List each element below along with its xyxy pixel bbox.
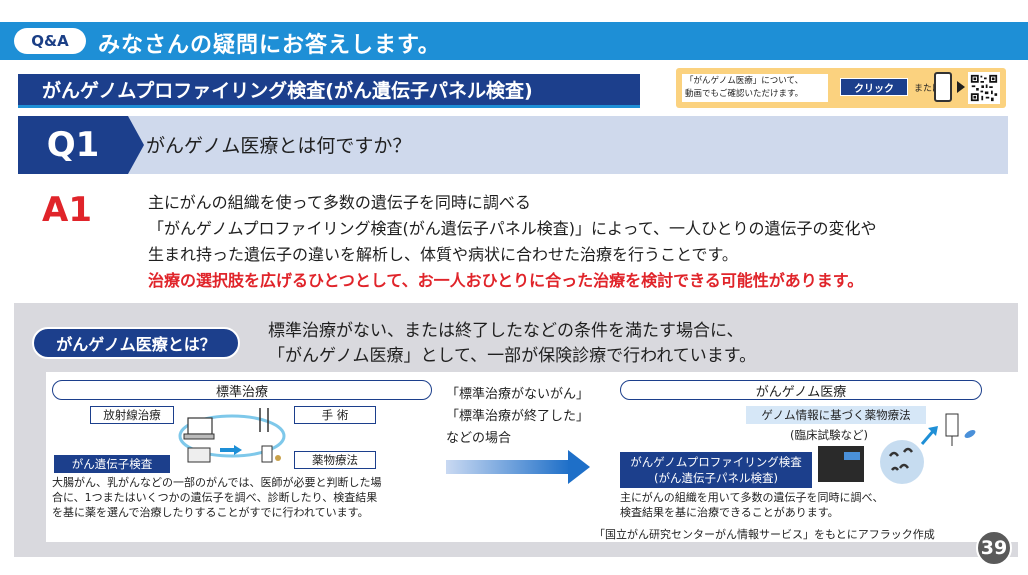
scalpel-icon	[259, 408, 269, 432]
condition-line: 「標準治療が終了した」	[446, 409, 590, 424]
header-bar: Q&A みなさんの疑問にお答えします。	[0, 22, 1028, 60]
video-note-line2: 動画でもご確認いただけます。	[685, 89, 804, 99]
genome-desc-line: 検査結果を基に治療できることがあります。	[620, 506, 839, 519]
condition-line: 「標準治療がないがん」	[446, 387, 590, 402]
standard-desc-line: 大腸がん、乳がんなどの一部のがんでは、医師が必要と判断した場	[52, 476, 382, 489]
answer-line: 生まれ持った遺伝子の違いを解析し、体質や病状に合わせた治療を行うことです。	[148, 245, 738, 264]
genome-intro-text: 標準治療がない、または終了したなどの条件を満たす場合に、 「がんゲノム医療」とし…	[268, 319, 756, 369]
question-tag: Q1	[18, 116, 128, 174]
question-text: がんゲノム医療とは何ですか？	[146, 135, 412, 157]
capsule-icon	[964, 430, 976, 438]
drug-bottle-icon	[261, 445, 273, 463]
analyzer-icon	[187, 447, 211, 463]
standard-header: 標準治療	[52, 380, 432, 400]
question-tag-arrow	[128, 116, 144, 174]
radiation-machine-icon	[187, 417, 213, 435]
genome-test-label: がんゲノムプロファイリング検査 (がん遺伝子パネル検査)	[620, 452, 812, 488]
genome-medicine-illustration	[818, 413, 976, 484]
standard-treatment-illustration	[178, 408, 286, 463]
qr-code-icon[interactable]	[968, 72, 1000, 104]
answer-tag: A1	[42, 190, 92, 230]
sequencer-icon	[818, 446, 864, 482]
video-note: 「がんゲノム医療」について、 動画でもご確認いただけます。 クリック または	[676, 68, 1006, 108]
genome-header: がんゲノム医療	[620, 380, 982, 400]
intro-line: 標準治療がない、または終了したなどの条件を満たす場合に、	[268, 321, 744, 341]
transition-arrow-head	[568, 450, 590, 484]
intro-line: 「がんゲノム医療」として、一部が保険診療で行われています。	[268, 346, 757, 366]
video-note-line1: 「がんゲノム医療」について、	[685, 76, 804, 86]
genome-intro-tag: がんゲノム医療とは？	[32, 327, 240, 359]
arrow-up-icon	[920, 429, 936, 445]
genome-therapy-label: ゲノム情報に基づく薬物療法	[746, 406, 926, 424]
source-note: 「国立がん研究センターがん情報サービス」をもとにアフラック作成	[594, 528, 935, 541]
cycle-ring	[178, 414, 286, 458]
question-band: Q1 がんゲノム医療とは何ですか？	[18, 116, 1008, 174]
or-label: または	[914, 84, 942, 94]
answer-highlight: 治療の選択肢を広げるひとつとして、お一人おひとりに合った治療を検討できる可能性が…	[148, 271, 864, 290]
click-button[interactable]: クリック	[840, 78, 908, 96]
header-title: みなさんの疑問にお答えします。	[98, 33, 441, 58]
surgery-label: 手 術	[294, 406, 376, 424]
answer-body: 主にがんの組織を使って多数の遺伝子を同時に調べる 「がんゲノムプロファイリング検…	[148, 190, 988, 294]
section-subtitle: がんゲノムプロファイリング検査(がん遺伝子パネル検査)	[18, 74, 640, 108]
radiation-label: 放射線治療	[90, 406, 174, 424]
gene-cluster-icon	[880, 440, 924, 484]
standard-desc-line: 合に、1つまたはいくつかの遺伝子を調べ、診断したり、検査結果	[52, 491, 378, 504]
iv-drip-icon	[945, 413, 959, 437]
arrow-right-icon	[957, 81, 965, 93]
genome-test-line: (がん遺伝子パネル検査)	[654, 471, 778, 485]
clinical-trial-note: (臨床試験など)	[790, 428, 868, 442]
drug-therapy-label: 薬物療法	[294, 451, 376, 469]
condition-line: などの場合	[446, 431, 512, 446]
answer-line: 主にがんの組織を使って多数の遺伝子を同時に調べる	[148, 193, 531, 212]
answer-line: 「がんゲノムプロファイリング検査(がん遺伝子パネル検査)」によって、一人ひとりの…	[148, 219, 877, 238]
pill-icon	[275, 455, 281, 461]
qa-label: Q&A	[14, 28, 86, 54]
smartphone-icon	[934, 72, 952, 102]
genome-test-line: がんゲノムプロファイリング検査	[630, 455, 802, 469]
gene-test-label: がん遺伝子検査	[54, 455, 170, 473]
genome-desc-line: 主にがんの組織を用いて多数の遺伝子を同時に調べ、	[620, 491, 884, 504]
video-note-text: 「がんゲノム医療」について、 動画でもご確認いただけます。	[682, 74, 828, 102]
standard-desc-line: を基に薬を選んで治療したりすることがすでに行われています。	[52, 506, 369, 519]
transition-arrow	[446, 460, 570, 474]
page-number: 39	[976, 530, 1012, 566]
